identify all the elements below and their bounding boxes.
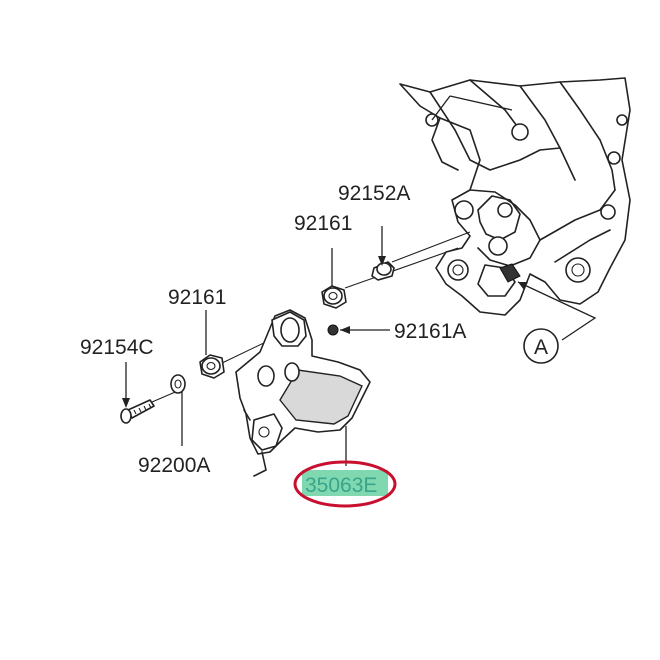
reference-a-label: A bbox=[534, 336, 548, 359]
highlight-box bbox=[302, 470, 388, 496]
highlight-ring bbox=[293, 460, 397, 508]
label-35063E: 35063E bbox=[305, 474, 377, 497]
label-92161A: 92161A bbox=[394, 320, 466, 343]
reference-a: A bbox=[517, 281, 597, 364]
reference-a-circle bbox=[523, 328, 559, 364]
frame-assembly bbox=[399, 77, 631, 316]
part-92161-lower bbox=[199, 310, 225, 379]
part-92152A bbox=[371, 226, 395, 281]
part-92161A bbox=[327, 324, 390, 336]
bracket-35063 bbox=[235, 309, 371, 477]
part-92200A bbox=[170, 374, 186, 446]
label-92161-upper: 92161 bbox=[294, 212, 352, 235]
part-92161-upper bbox=[321, 248, 347, 309]
part-92154C bbox=[120, 362, 155, 424]
label-92161-lower: 92161 bbox=[168, 286, 226, 309]
label-92152A: 92152A bbox=[338, 182, 410, 205]
highlighted-part-callout: 35063E bbox=[293, 460, 397, 508]
label-92154C: 92154C bbox=[80, 336, 154, 359]
label-92200A: 92200A bbox=[138, 454, 210, 477]
